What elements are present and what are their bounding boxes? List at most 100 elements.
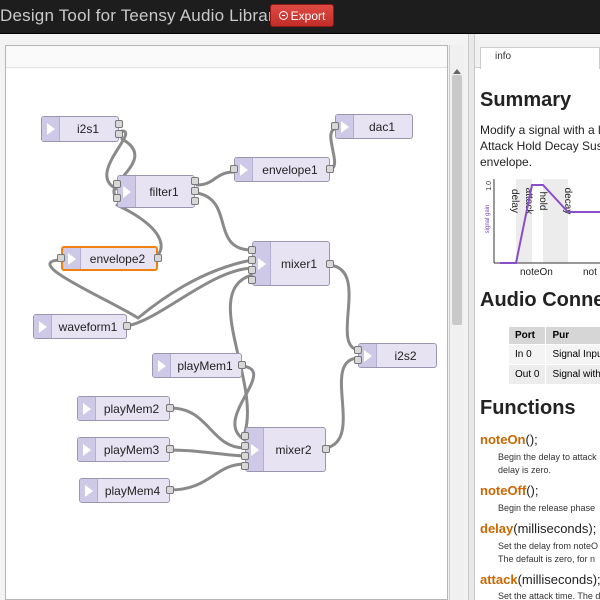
node-dac1[interactable]: dac1 <box>331 114 413 139</box>
node-label: playMem3 <box>103 442 160 457</box>
wire-envelope2-mixer1 <box>48 258 254 320</box>
node-waveform1[interactable]: waveform1 <box>33 314 131 339</box>
output-port[interactable] <box>326 165 334 173</box>
waveform-icon <box>34 315 52 338</box>
function-args: (); <box>525 432 538 447</box>
function-delay: delay(milliseconds); <box>480 521 596 536</box>
table-row: Out 0 Signal with En <box>507 364 600 385</box>
function-name: noteOn <box>480 432 526 447</box>
mixer-icon <box>246 428 264 471</box>
app-title: Design Tool for Teensy Audio Library <box>0 6 283 25</box>
node-label: playMem4 <box>104 483 161 498</box>
x-label-noteoff: not <box>583 267 597 278</box>
input-port[interactable] <box>241 452 249 460</box>
input-port[interactable] <box>248 256 256 264</box>
wire-waveform1-mixer1 <box>125 266 254 328</box>
function-args: (); <box>526 483 539 498</box>
input-port[interactable] <box>248 246 256 254</box>
summary-line: Attack Hold Decay Sus <box>480 139 600 153</box>
header-bar: Design Tool for Teensy Audio Library Exp… <box>0 0 600 34</box>
input-port[interactable] <box>354 356 362 364</box>
connections-heading: Audio Conne <box>480 289 600 311</box>
function-noteoff: noteOff(); <box>480 483 539 498</box>
node-label: waveform1 <box>58 319 118 334</box>
output-port[interactable] <box>322 445 330 453</box>
envelope-graph: 1.0 signal gain delay attack hold decay … <box>485 179 600 278</box>
input-port[interactable] <box>241 442 249 450</box>
node-envelope1[interactable]: envelope1 <box>230 157 334 182</box>
input-port[interactable] <box>230 165 238 173</box>
output-port[interactable] <box>191 177 199 185</box>
summary-line: Modify a signal with a l <box>480 123 600 137</box>
input-port[interactable] <box>113 194 121 202</box>
phase-shade-decay <box>543 179 568 263</box>
function-desc: delay is zero. <box>498 465 552 475</box>
wires-layer <box>48 126 360 492</box>
input-port[interactable] <box>354 346 362 354</box>
node-playMem2[interactable]: playMem2 <box>77 396 174 421</box>
node-label: i2s2 <box>394 348 417 363</box>
output-port[interactable] <box>238 361 246 369</box>
node-i2s1[interactable]: i2s1 <box>41 116 123 142</box>
input-port[interactable] <box>241 462 249 470</box>
node-label: dac1 <box>368 119 396 134</box>
node-label: mixer2 <box>275 442 312 457</box>
output-port[interactable] <box>166 404 174 412</box>
workspace-scrollbar[interactable] <box>449 45 464 600</box>
output-port[interactable] <box>115 120 123 128</box>
play-memory-icon <box>78 397 96 420</box>
play-memory-icon <box>153 354 171 377</box>
wire-mixer2-i2s2 <box>324 356 360 450</box>
function-name: attack <box>480 572 518 587</box>
output-port[interactable] <box>191 197 199 205</box>
x-label-noteon: noteOn <box>520 267 553 278</box>
input-port[interactable] <box>331 122 339 130</box>
node-playMem3[interactable]: playMem3 <box>77 437 174 462</box>
function-desc: Set the delay from noteO <box>498 541 599 551</box>
output-port[interactable] <box>166 445 174 453</box>
input-port[interactable] <box>57 254 65 262</box>
wire-playMem3-mixer2 <box>168 448 247 458</box>
summary-line: envelope. <box>480 155 533 169</box>
node-playMem4[interactable]: playMem4 <box>79 478 174 503</box>
functions-heading: Functions <box>480 397 576 419</box>
output-port[interactable] <box>166 486 174 494</box>
node-mixer2[interactable]: mixer2 <box>241 427 330 472</box>
function-name: delay <box>480 521 514 536</box>
output-port[interactable] <box>326 260 334 268</box>
output-port[interactable] <box>154 254 162 262</box>
input-port[interactable] <box>248 276 256 284</box>
phase-label-hold: hold <box>537 192 548 211</box>
wire-playMem4-mixer2 <box>168 462 247 492</box>
table-row: In 0 Signal Input <box>507 344 600 365</box>
node-i2s2[interactable]: i2s2 <box>354 343 437 368</box>
wire-playMem2-mixer2 <box>168 406 247 450</box>
summary-heading: Summary <box>480 89 572 111</box>
scroll-up-arrow-icon[interactable] <box>453 69 461 74</box>
workspace-topbar <box>6 46 447 68</box>
export-icon <box>278 11 288 20</box>
node-mixer1[interactable]: mixer1 <box>248 241 334 286</box>
function-desc: The default is zero, for n <box>498 554 596 564</box>
output-port[interactable] <box>123 322 131 330</box>
wire-i2s1-filter1-b <box>112 137 137 199</box>
wire-filter1-mixer1 <box>195 191 254 252</box>
node-label: envelope2 <box>89 251 146 266</box>
function-desc: Begin the delay to attack <box>498 452 597 462</box>
node-envelope2[interactable]: envelope2 <box>57 246 162 271</box>
tab-info[interactable]: info <box>480 47 600 69</box>
export-label: Export <box>290 8 326 23</box>
node-filter1[interactable]: filter1 <box>113 175 199 208</box>
scrollbar-thumb[interactable] <box>452 75 462 325</box>
output-port[interactable] <box>191 187 199 195</box>
input-port[interactable] <box>241 432 249 440</box>
node-label: playMem2 <box>103 401 160 416</box>
export-button[interactable]: Export <box>270 4 334 27</box>
node-playMem1[interactable]: playMem1 <box>152 353 246 378</box>
node-label: mixer1 <box>280 256 317 271</box>
output-port[interactable] <box>115 130 123 138</box>
node-label: i2s1 <box>76 122 99 136</box>
panel-splitter[interactable] <box>468 34 475 600</box>
input-port[interactable] <box>113 180 121 188</box>
input-port[interactable] <box>248 266 256 274</box>
